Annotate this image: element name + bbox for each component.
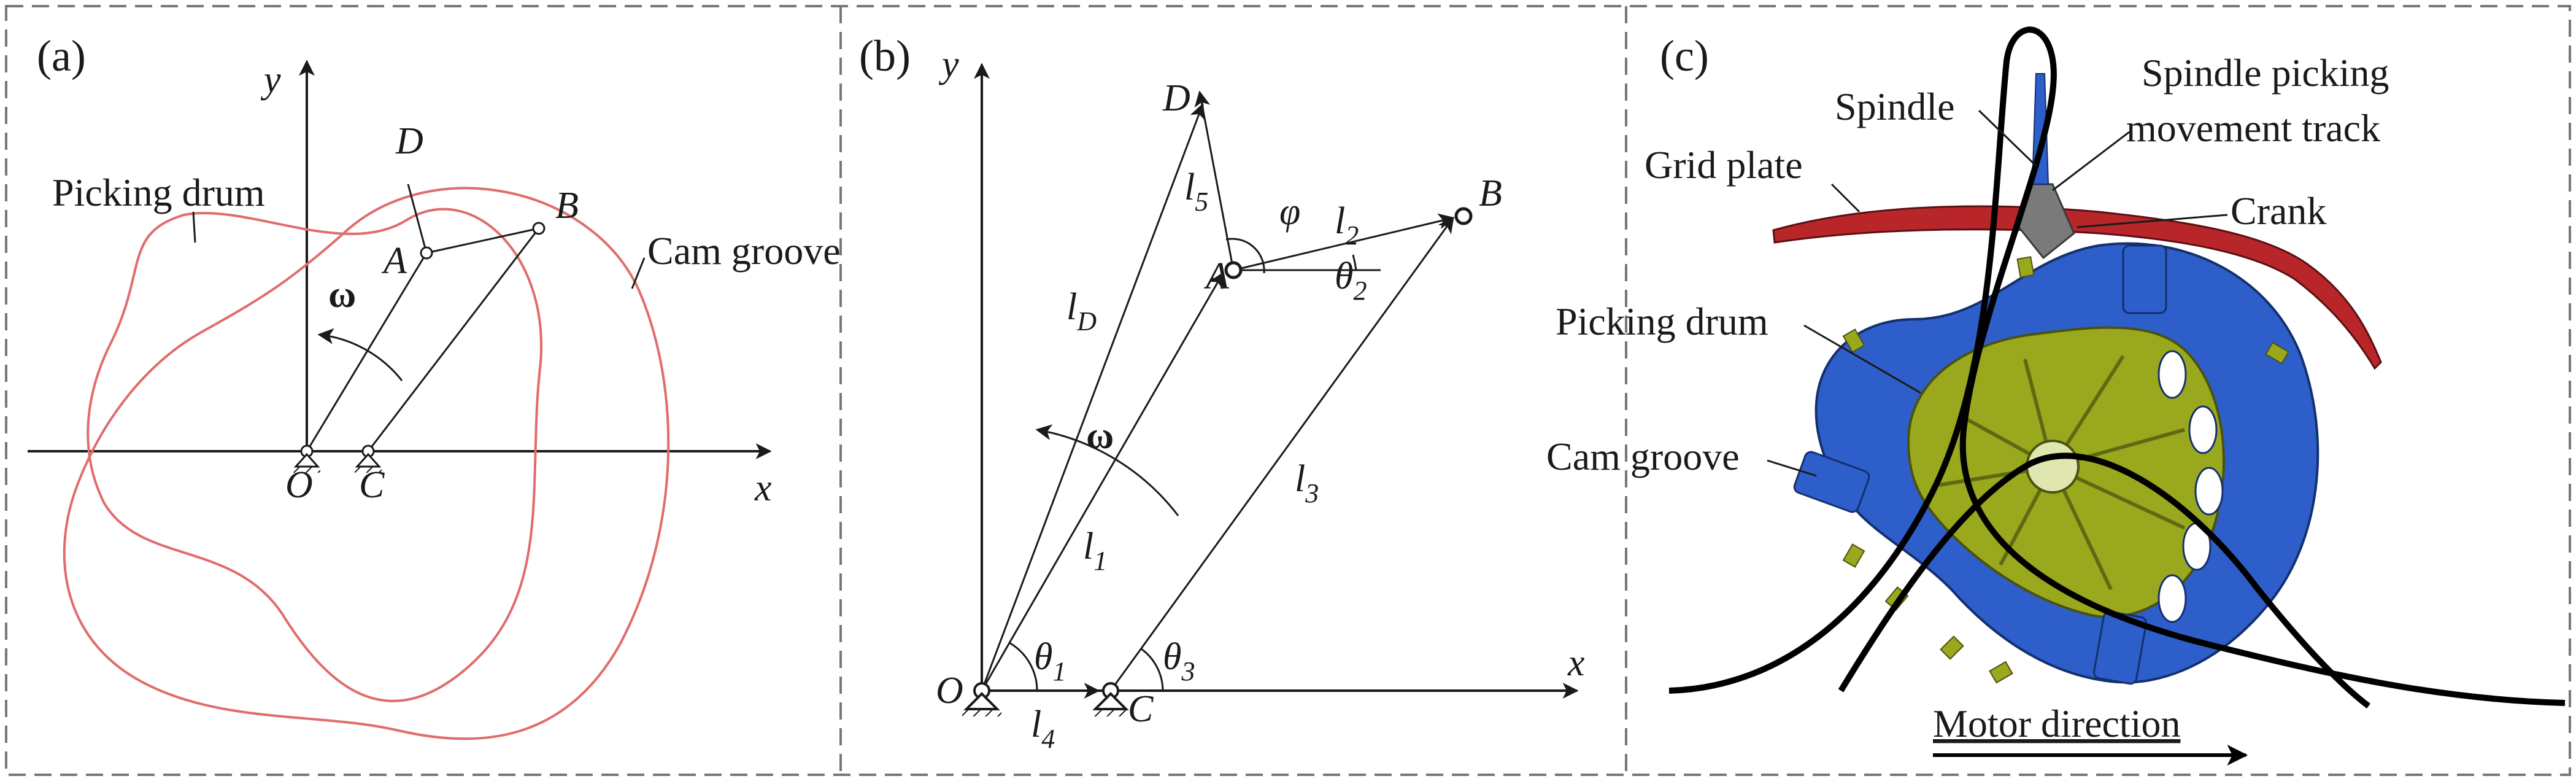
panel-b-y-label: y: [938, 44, 959, 85]
label-ld: lD: [1066, 286, 1097, 336]
panel-a-cam-groove-label: Cam groove: [647, 229, 841, 273]
panel-a-omega-arc: [317, 328, 403, 381]
panel-b-vectors: [981, 90, 1455, 699]
label-spindle: Spindle: [1835, 85, 1955, 128]
spindle-track: [1668, 26, 2566, 706]
panel-b-angle-arcs: [1009, 238, 1357, 691]
panel-a-label-c: C: [359, 464, 385, 506]
label-crank: Crank: [2231, 189, 2326, 233]
panel-a-curves: [63, 187, 670, 740]
panel-a: (a) x y: [28, 31, 841, 740]
panel-b-omega: ω: [1086, 415, 1114, 457]
label-spindle-track-1: Spindle picking: [2142, 51, 2389, 95]
cam-groove-curve: [63, 187, 670, 740]
panel-b-label-a: A: [1203, 255, 1230, 297]
panel-a-label-b: B: [555, 185, 579, 227]
vector-l1: [981, 271, 1224, 691]
vector-ld: [981, 103, 1205, 691]
leader-grid-plate: [1830, 183, 1861, 213]
panel-b-label-c: C: [1128, 688, 1154, 730]
label-spindle-track-2: movement track: [2126, 106, 2380, 150]
pivot-c: [355, 444, 382, 473]
panel-b-label-o: O: [936, 670, 963, 712]
panel-b-x-label: x: [1567, 642, 1585, 684]
label-theta3: θ3: [1163, 636, 1195, 686]
label-motor-direction: Motor direction: [1933, 702, 2180, 745]
panel-b: (b) x y: [859, 31, 1585, 754]
leader-spindle-track: [2052, 131, 2130, 192]
leader-crank: [2077, 214, 2228, 228]
leader-picking-drum: [1803, 324, 1921, 394]
panel-b-axes: [974, 63, 1579, 699]
label-l5: l5: [1184, 166, 1208, 217]
label-l4: l4: [1031, 704, 1055, 754]
drum-hub: [2026, 440, 2080, 494]
panel-a-label-a: A: [381, 240, 407, 282]
panel-c: (c): [1546, 26, 2566, 766]
frame: [5, 5, 2571, 776]
panel-a-cam-groove-leader: [631, 257, 646, 289]
panel-b-length-labels: lD l1 l3 l2 l5 l4 θ1 θ3 θ2: [1031, 166, 1367, 754]
panel-c-tag: (c): [1660, 31, 1709, 80]
panel-a-picking-drum-leader: [192, 211, 196, 243]
panel-b-joint-b: [1454, 207, 1473, 225]
vector-l5: [1194, 90, 1235, 271]
drum-followers: [1793, 244, 2167, 685]
panel-b-joint-a: [1224, 261, 1243, 279]
panel-a-picking-drum-label: Picking drum: [52, 171, 265, 214]
label-cam-groove: Cam groove: [1546, 435, 1740, 478]
label-l3: l3: [1295, 458, 1319, 508]
panel-b-label-d: D: [1162, 77, 1190, 119]
vector-l3: [1109, 216, 1454, 691]
spindle-track-lower: [1838, 452, 2371, 708]
label-grid-plate: Grid plate: [1645, 143, 1803, 187]
panel-a-label-d: D: [395, 120, 423, 162]
label-picking-drum-main: Picking drum: [1556, 300, 1768, 343]
label-theta1: θ1: [1034, 636, 1066, 686]
panel-a-tag: (a): [37, 31, 86, 80]
joint-a: [420, 246, 433, 260]
joint-b: [532, 222, 546, 235]
panel-b-tag: (b): [859, 31, 911, 80]
vector-l2: [1233, 213, 1455, 271]
panel-b-label-b: B: [1479, 173, 1502, 214]
leader-spindle: [1978, 109, 2037, 167]
panel-a-x-label: x: [754, 467, 772, 509]
drum-slots: [2158, 350, 2224, 623]
label-l2: l2: [1335, 200, 1359, 250]
pivot-o: [293, 444, 320, 473]
panel-b-omega-arc: [1035, 424, 1179, 516]
panel-a-omega: ω: [328, 274, 356, 316]
leader-cam-groove: [1767, 459, 1817, 477]
panel-a-y-label: y: [260, 59, 281, 101]
panel-a-links: [306, 184, 540, 452]
panel-b-phi: φ: [1279, 191, 1300, 233]
panel-b-pivot-c: [1091, 682, 1130, 716]
label-theta2: θ2: [1335, 255, 1367, 306]
panel-b-pivot-o: [962, 682, 1001, 716]
picking-drum-curve: [87, 208, 542, 702]
label-l1: l1: [1083, 526, 1107, 576]
panel-a-label-o: O: [285, 464, 313, 506]
